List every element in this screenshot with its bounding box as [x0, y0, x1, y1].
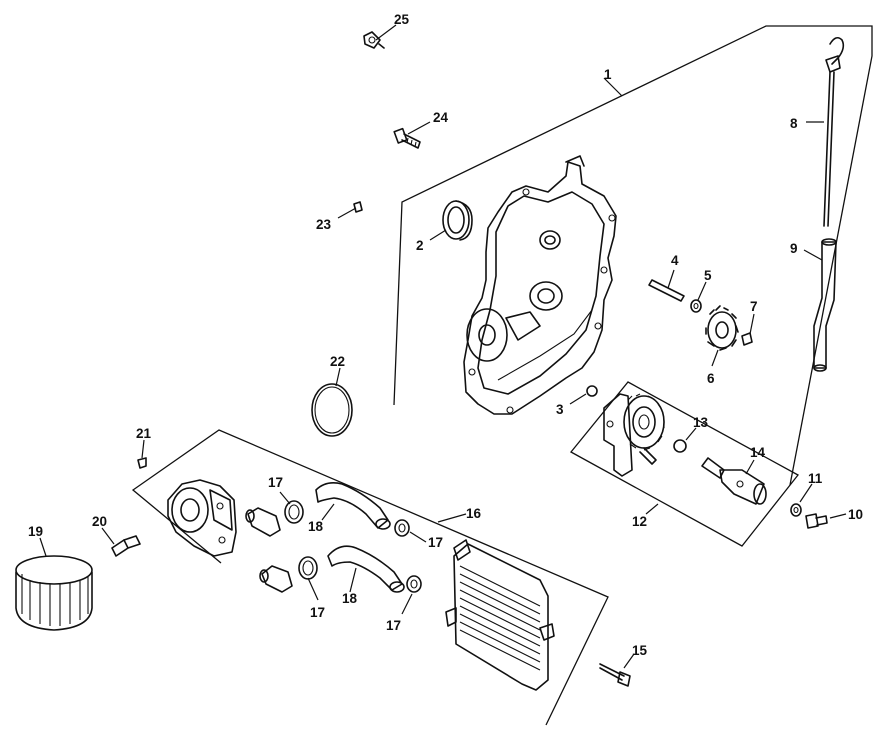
gear-cover-icon — [463, 155, 617, 415]
screw-icon — [363, 31, 385, 49]
callout-5: 5 — [704, 268, 712, 283]
gear-icon — [705, 305, 739, 351]
o-ring-icon — [673, 439, 687, 453]
clamp-lower-right-icon — [406, 575, 422, 593]
nipple-icon — [111, 535, 141, 557]
callout-17-lower-right: 17 — [386, 618, 401, 633]
oil-filter-icon — [15, 555, 93, 631]
callout-6: 6 — [707, 371, 715, 386]
group-outline-16 — [131, 429, 609, 726]
fitting-upper-icon — [245, 507, 281, 537]
oil-cooler-icon — [445, 539, 555, 691]
callout-21: 21 — [136, 426, 152, 441]
clamp-lower-left-icon — [298, 556, 318, 580]
o-ring-icon — [586, 385, 598, 397]
bolt-icon — [805, 513, 828, 529]
callout-9: 9 — [790, 241, 798, 256]
large-o-ring-inner — [314, 386, 350, 434]
clamp-upper-right-icon — [394, 519, 410, 537]
callout-17-upper-left: 17 — [268, 475, 283, 490]
callout-14: 14 — [750, 445, 766, 460]
hose-upper-icon — [315, 482, 391, 530]
callout-3: 3 — [556, 402, 564, 417]
dipstick-tube-icon — [813, 238, 837, 372]
callout-1: 1 — [604, 67, 612, 82]
callout-11: 11 — [808, 471, 823, 486]
clamp-upper-left-icon — [284, 500, 304, 524]
callout-17-lower-left: 17 — [310, 605, 325, 620]
dipstick-icon — [823, 36, 845, 227]
fitting-icon — [137, 457, 147, 469]
callout-7: 7 — [750, 299, 758, 314]
callout-13: 13 — [693, 415, 709, 430]
callout-12: 12 — [632, 514, 647, 529]
callout-15: 15 — [632, 643, 648, 658]
callout-4: 4 — [671, 253, 679, 268]
callout-22: 22 — [330, 354, 345, 369]
callout-20: 20 — [92, 514, 107, 529]
hose-lower-icon — [327, 545, 405, 593]
pin-icon — [353, 201, 363, 213]
pin-icon — [741, 332, 753, 346]
oil-seal-icon — [442, 200, 473, 241]
callout-19: 19 — [28, 524, 43, 539]
callout-16: 16 — [466, 506, 482, 521]
callout-18-lower: 18 — [342, 591, 358, 606]
callout-23: 23 — [316, 217, 332, 232]
shaft-icon — [648, 279, 685, 302]
filter-adapter-icon — [167, 479, 237, 557]
group-outline-12 — [570, 381, 799, 547]
large-o-ring-icon — [311, 383, 353, 437]
washer-icon — [790, 503, 802, 517]
leader-lines — [39, 24, 847, 669]
callout-8: 8 — [790, 116, 798, 131]
callout-10: 10 — [848, 507, 863, 522]
callout-24: 24 — [433, 110, 449, 125]
bolt-icon — [393, 127, 421, 149]
relief-valve-icon — [701, 457, 767, 505]
fitting-lower-icon — [259, 565, 293, 593]
oil-pump-icon — [603, 393, 665, 477]
callout-18-upper: 18 — [308, 519, 324, 534]
callout-2: 2 — [416, 238, 424, 253]
callout-labels: 25 24 23 2 1 3 4 5 7 6 8 9 10 11 12 13 1… — [28, 12, 863, 658]
washer-icon — [690, 299, 702, 313]
callout-17-upper-right: 17 — [428, 535, 443, 550]
group-outline-1 — [393, 25, 873, 486]
bolt-icon — [599, 663, 631, 687]
callout-25: 25 — [394, 12, 410, 27]
